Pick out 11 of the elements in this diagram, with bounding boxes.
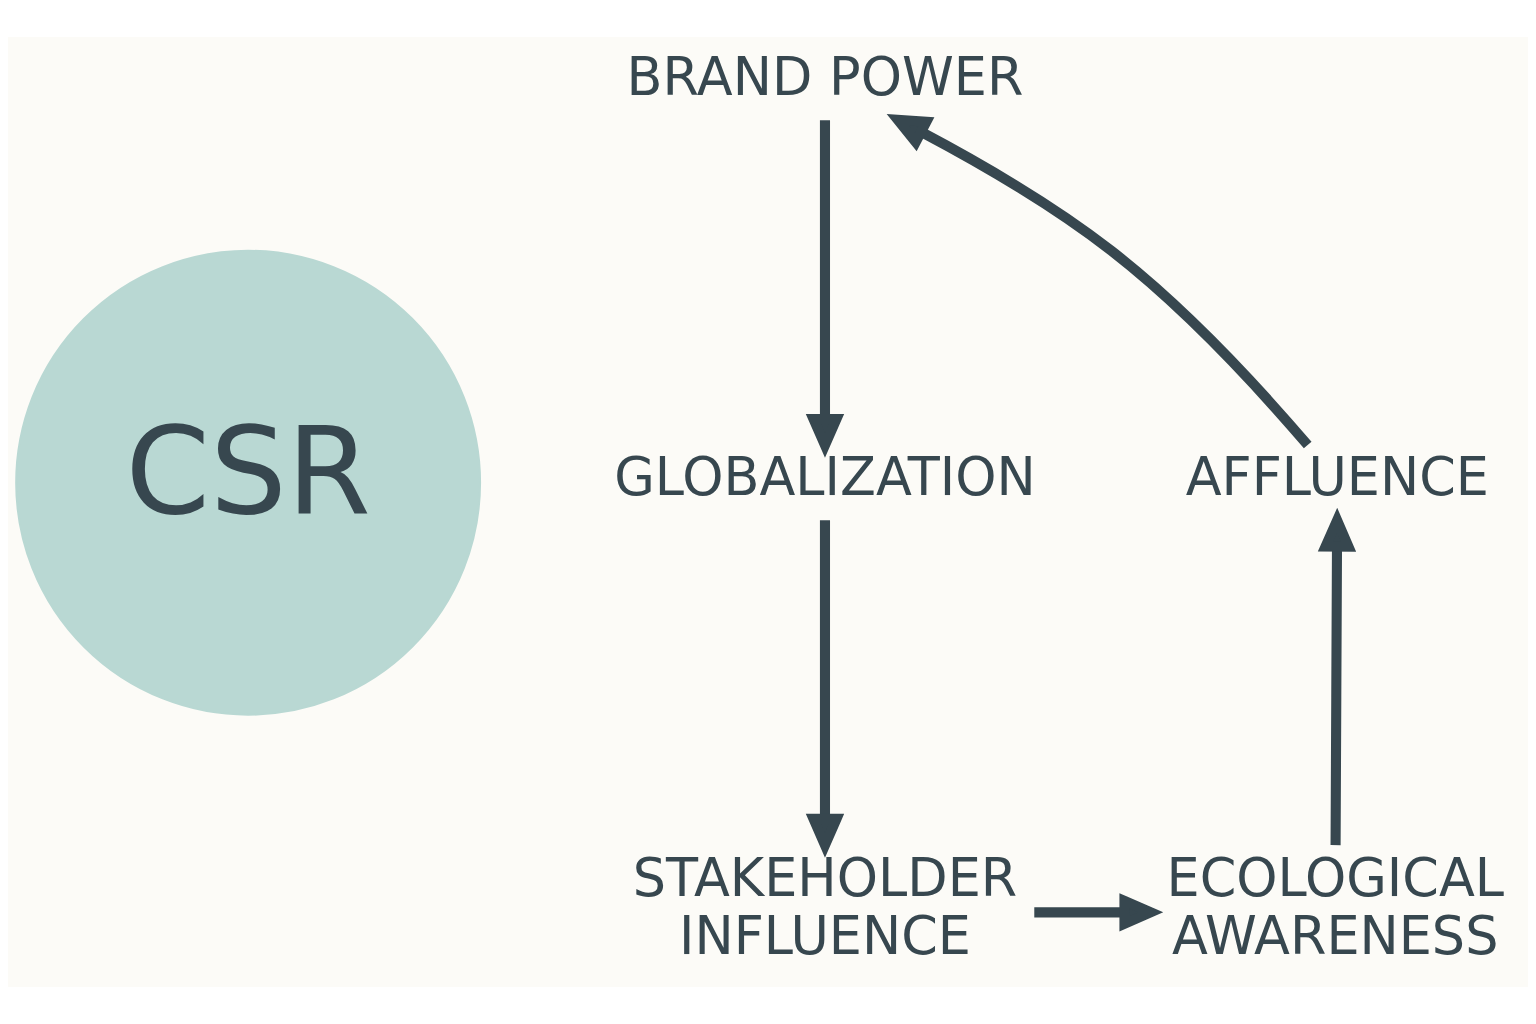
arrow <box>886 113 1312 449</box>
arrow <box>1317 507 1357 846</box>
node-text: ECOLOGICAL AWARENESS <box>1166 846 1504 967</box>
arrow <box>805 120 845 458</box>
node-text: BRAND POWER <box>626 46 1024 108</box>
node-text: STAKEHOLDER INFLUENCE <box>632 846 1018 967</box>
arrow <box>1034 893 1164 932</box>
node-circle: CSR <box>15 249 482 716</box>
node-text: GLOBALIZATION <box>614 446 1036 508</box>
node-text: AFFLUENCE <box>1185 446 1489 508</box>
arrow <box>805 520 845 858</box>
